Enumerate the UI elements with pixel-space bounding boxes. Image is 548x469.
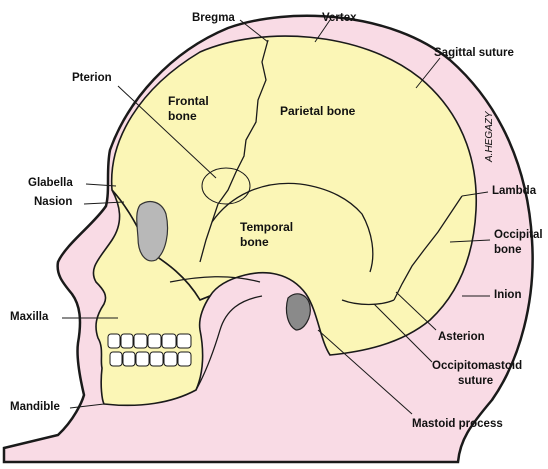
occipital-bone-label-line2: bone [494, 243, 543, 258]
occipital-bone-label-line1: Occipital [494, 228, 543, 243]
tooth [121, 334, 133, 348]
tooth [110, 352, 122, 366]
frontal-bone-label: Frontal bone [168, 94, 209, 124]
tooth [134, 334, 147, 348]
frontal-bone-label-line2: bone [168, 109, 209, 124]
mastoid-process-label: Mastoid process [412, 418, 503, 431]
tooth [164, 352, 177, 366]
occipitomastoid-label-line2: suture [432, 374, 522, 389]
glabella-label: Glabella [28, 177, 73, 190]
tooth [108, 334, 120, 348]
orbit [137, 202, 168, 261]
occipitomastoid-suture-label: Occipitomastoid suture [432, 359, 522, 389]
mandible-label: Mandible [10, 401, 60, 414]
tooth [162, 334, 176, 348]
asterion-label: Asterion [438, 331, 485, 344]
temporal-bone-label: Temporal bone [240, 220, 293, 250]
tooth [150, 352, 163, 366]
frontal-bone-label-line1: Frontal [168, 94, 209, 109]
occipitomastoid-label-line1: Occipitomastoid [432, 359, 522, 374]
temporal-bone-label-line2: bone [240, 235, 293, 250]
vertex-label: Vertex [322, 12, 357, 25]
inion-label: Inion [494, 289, 521, 302]
tooth [123, 352, 135, 366]
sagittal-suture-label: Sagittal suture [434, 47, 514, 60]
nasion-label: Nasion [34, 196, 72, 209]
tooth [177, 334, 191, 348]
tooth [136, 352, 149, 366]
occipital-bone-label: Occipital bone [494, 228, 543, 258]
bregma-label: Bregma [192, 12, 235, 25]
maxilla-label: Maxilla [10, 311, 48, 324]
temporal-bone-label-line1: Temporal [240, 220, 293, 235]
author-signature: A.HEGAZY [484, 111, 495, 162]
tooth [178, 352, 191, 366]
tooth [148, 334, 161, 348]
lambda-label: Lambda [492, 185, 536, 198]
parietal-bone-label: Parietal bone [280, 104, 355, 119]
pterion-label: Pterion [72, 72, 112, 85]
